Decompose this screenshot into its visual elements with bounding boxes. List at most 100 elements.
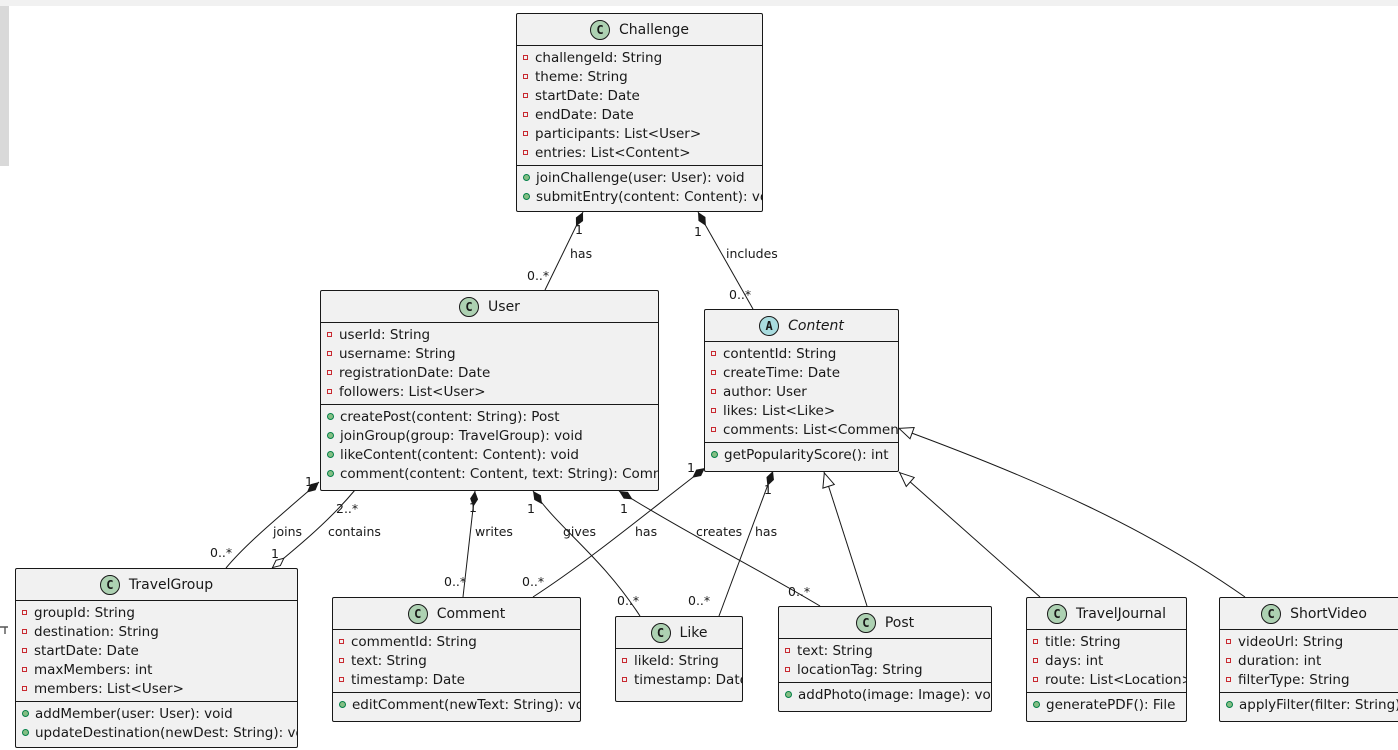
private-visibility-icon bbox=[711, 389, 716, 394]
attribute-text: startDate: Date bbox=[535, 87, 640, 104]
label-content-like: has bbox=[755, 524, 777, 539]
relation-user-like: 1 0..* gives bbox=[527, 490, 641, 617]
label-joins: joins bbox=[272, 524, 302, 539]
attribute-text: destination: String bbox=[34, 623, 159, 640]
method-text: generatePDF(): File bbox=[1046, 696, 1176, 713]
public-visibility-icon bbox=[785, 691, 792, 698]
attribute-text: theme: String bbox=[535, 68, 628, 85]
attribute-row: members: List<User> bbox=[16, 679, 297, 698]
attribute-text: comments: List<Comment> bbox=[723, 421, 899, 438]
methods-section: getPopularityScore(): int bbox=[705, 442, 898, 467]
mult-content-comment-from: 1 bbox=[687, 460, 695, 475]
class-name: Challenge bbox=[619, 21, 689, 38]
scrollbar-thumb[interactable] bbox=[0, 6, 9, 166]
abstract-class-badge-icon: A bbox=[759, 315, 780, 336]
method-row: joinGroup(group: TravelGroup): void bbox=[321, 426, 658, 445]
method-text: addPhoto(image: Image): void bbox=[798, 686, 992, 703]
attribute-text: author: User bbox=[723, 383, 807, 400]
private-visibility-icon bbox=[523, 112, 528, 117]
label-challenge-content: includes bbox=[726, 246, 778, 261]
attribute-text: commentId: String bbox=[351, 633, 477, 650]
attribute-text: likeId: String bbox=[634, 652, 719, 669]
label-challenge-user: has bbox=[570, 246, 592, 261]
method-row: submitEntry(content: Content): void bbox=[517, 187, 762, 206]
class-name: ShortVideo bbox=[1290, 605, 1367, 622]
relation-user-travelgroup-joins: 1 0..* joins bbox=[210, 474, 320, 569]
mult-challenge-content-to: 0..* bbox=[729, 287, 751, 302]
class-badge-icon: C bbox=[459, 296, 480, 317]
private-visibility-icon bbox=[1033, 639, 1038, 644]
attribute-row: followers: List<User> bbox=[321, 382, 658, 401]
relation-shortvideo-content bbox=[898, 428, 1246, 598]
private-visibility-icon bbox=[711, 351, 716, 356]
public-visibility-icon bbox=[22, 710, 29, 717]
mult-gives-from: 1 bbox=[527, 501, 535, 516]
attribute-text: days: int bbox=[1045, 652, 1104, 669]
private-visibility-icon bbox=[22, 610, 27, 615]
attribute-row: userId: String bbox=[321, 325, 658, 344]
attribute-text: entries: List<Content> bbox=[535, 144, 691, 161]
class-badge-icon: C bbox=[99, 574, 120, 595]
private-visibility-icon bbox=[22, 629, 27, 634]
attribute-text: registrationDate: Date bbox=[339, 364, 491, 381]
method-text: getPopularityScore(): int bbox=[724, 446, 889, 463]
private-visibility-icon bbox=[785, 667, 790, 672]
public-visibility-icon bbox=[523, 193, 530, 200]
relation-user-comment: 1 0..* writes bbox=[444, 490, 513, 598]
mult-writes-to: 0..* bbox=[444, 574, 466, 589]
methods-section: applyFilter(filter: String): void bbox=[1220, 692, 1398, 717]
relation-post-content bbox=[824, 472, 868, 607]
attribute-row: startDate: Date bbox=[16, 641, 297, 660]
attribute-text: participants: List<User> bbox=[535, 125, 702, 142]
class-name: Post bbox=[884, 614, 915, 631]
relation-content-like: 1 0..* has bbox=[688, 470, 777, 617]
attribute-row: comments: List<Comment> bbox=[705, 420, 898, 439]
attribute-text: startDate: Date bbox=[34, 642, 139, 659]
private-visibility-icon bbox=[1033, 658, 1038, 663]
attribute-row: destination: String bbox=[16, 622, 297, 641]
relation-user-post: 1 0..* creates bbox=[618, 490, 821, 607]
class-badge-icon: C bbox=[1046, 603, 1067, 624]
public-visibility-icon bbox=[22, 729, 29, 736]
method-row: getPopularityScore(): int bbox=[705, 445, 898, 464]
attribute-row: timestamp: Date bbox=[333, 670, 580, 689]
attribute-text: contentId: String bbox=[723, 345, 837, 362]
class-badge-icon: C bbox=[590, 19, 610, 40]
attribute-text: title: String bbox=[1045, 633, 1121, 650]
method-row: comment(content: Content, text: String):… bbox=[321, 464, 658, 483]
class-name: Comment bbox=[436, 605, 506, 622]
attribute-text: route: List<Location> bbox=[1045, 671, 1187, 688]
mult-joins-from: 1 bbox=[305, 474, 313, 489]
private-visibility-icon bbox=[711, 370, 716, 375]
label-content-comment: has bbox=[635, 524, 657, 539]
private-visibility-icon bbox=[523, 55, 528, 60]
mult-creates-to: 0..* bbox=[788, 584, 810, 599]
mult-joins-to: 0..* bbox=[210, 545, 232, 560]
attribute-row: startDate: Date bbox=[517, 86, 762, 105]
class-badge-icon: C bbox=[650, 622, 671, 643]
private-visibility-icon bbox=[339, 658, 344, 663]
private-visibility-icon bbox=[327, 351, 332, 356]
private-visibility-icon bbox=[1226, 658, 1231, 663]
attribute-row: text: String bbox=[333, 651, 580, 670]
